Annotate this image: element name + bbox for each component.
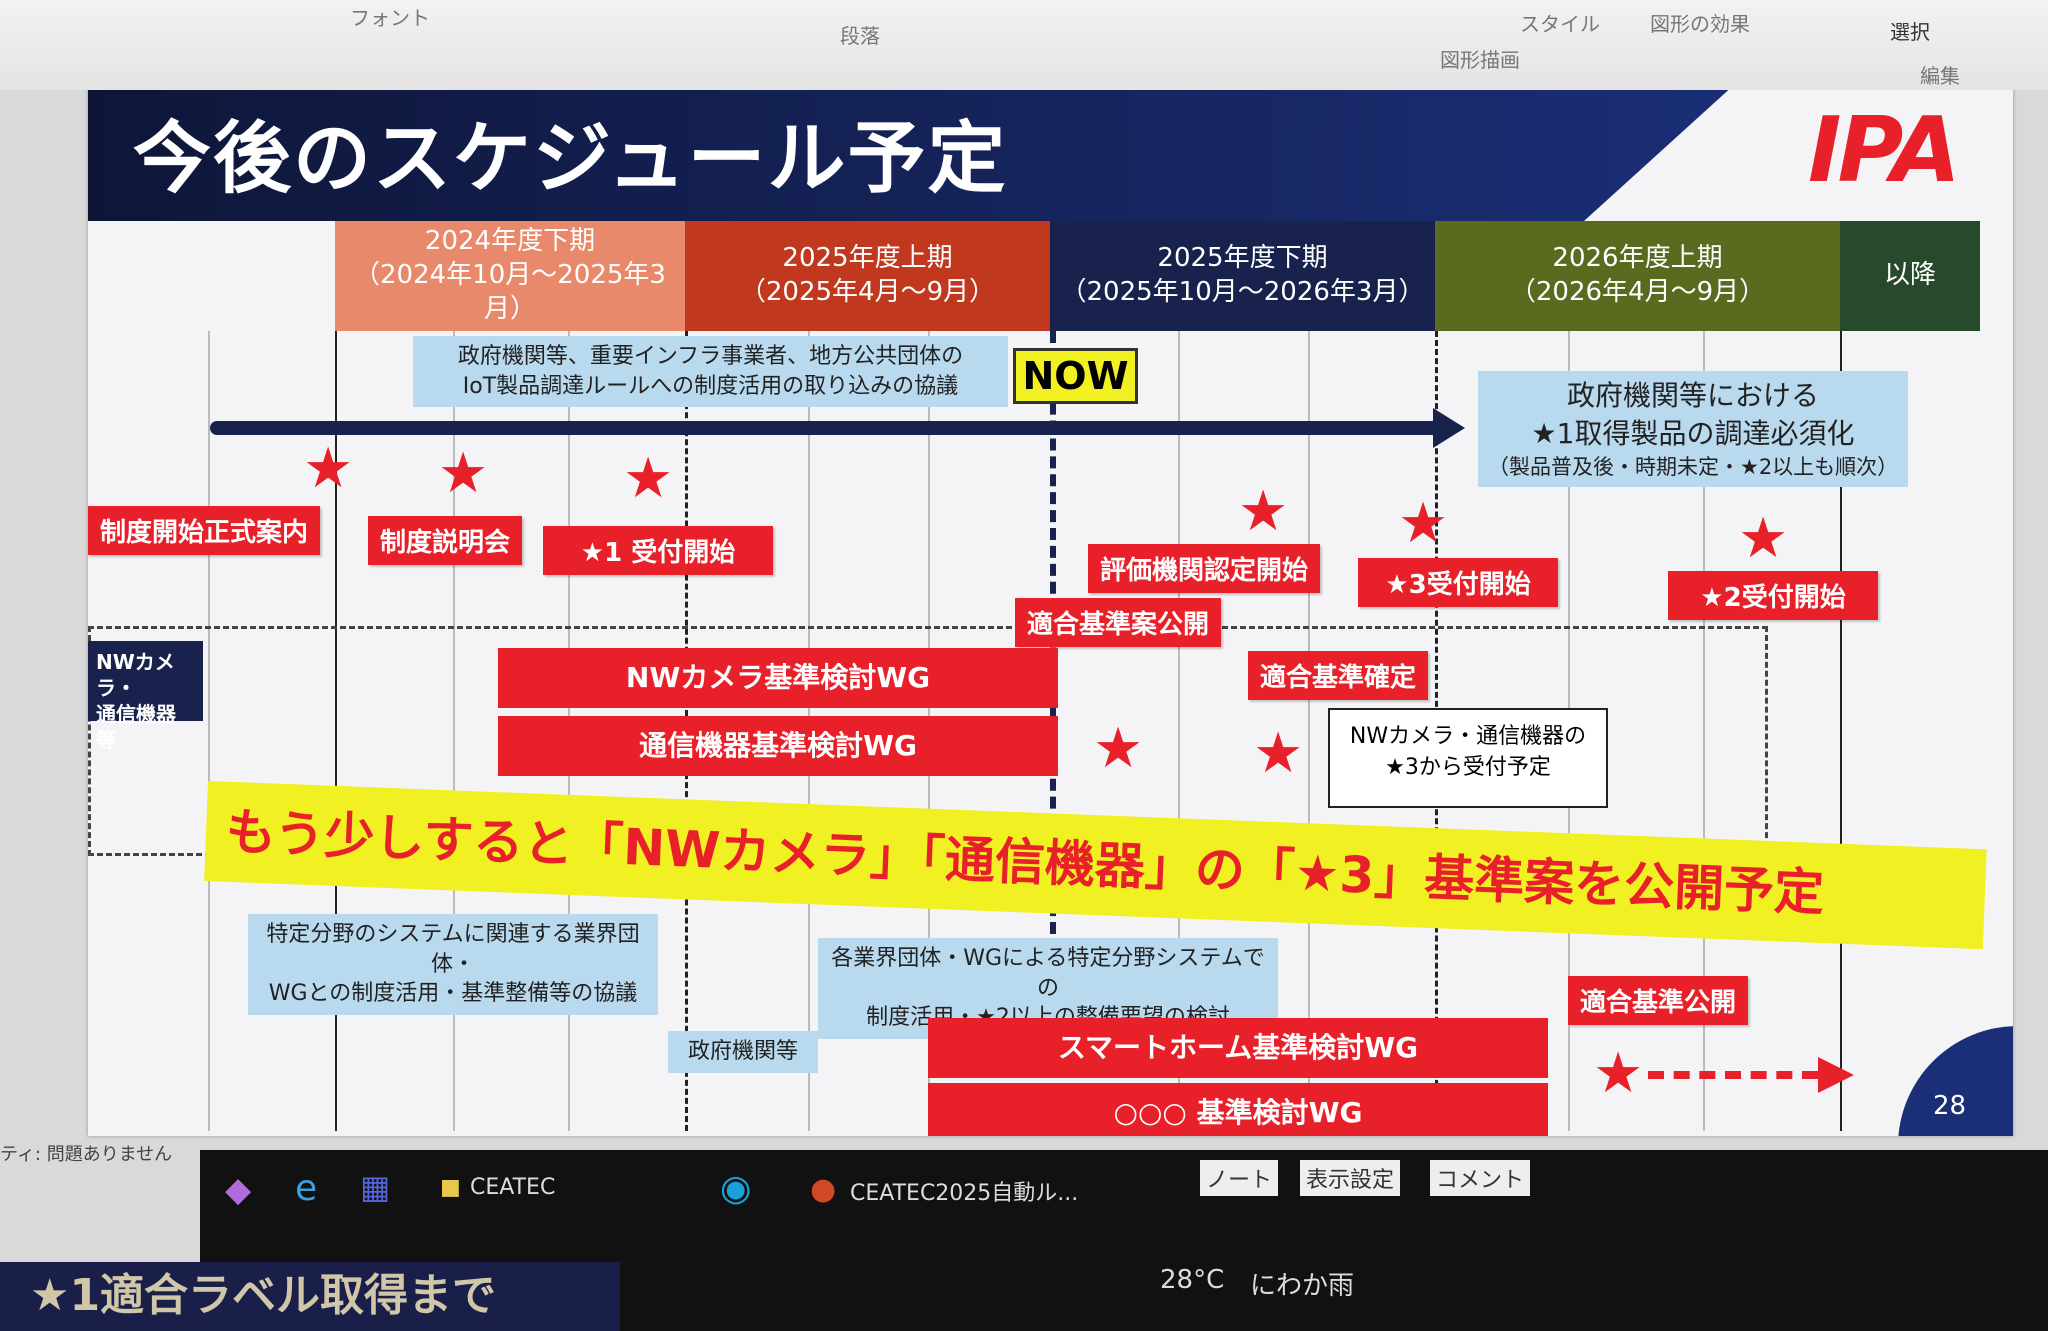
taskbar-powerpoint[interactable]: CEATEC2025自動ル... — [850, 1181, 1079, 1206]
consultation-box: 政府機関等、重要インフラ事業者、地方公共団体の IoT製品調達ルールへの制度活用… — [413, 336, 1008, 408]
wg-bar-smart-home: スマートホーム基準検討WG — [928, 1018, 1548, 1078]
weather-temp[interactable]: 28°C — [1160, 1265, 1225, 1295]
period-2024h2: 2024年度下期（2024年10月～2025年3月） — [335, 221, 685, 331]
weather-text[interactable]: にわか雨 — [1250, 1271, 1355, 1301]
ribbon-select[interactable]: 選択 — [1890, 20, 1930, 44]
grid-line — [1840, 331, 1842, 1131]
future-arrow — [1648, 1071, 1818, 1079]
page-number: 28 — [1933, 1091, 1967, 1121]
wg-bar-other: ○○○ 基準検討WG — [928, 1083, 1548, 1136]
edge-icon[interactable]: ◉ — [720, 1168, 752, 1209]
taskbar-folder[interactable]: CEATEC — [470, 1175, 556, 1200]
ie-icon[interactable]: e — [295, 1168, 318, 1209]
wg-bar-comm-devices: 通信機器基準検討WG — [498, 716, 1058, 776]
now-badge: NOW — [1013, 348, 1138, 404]
period-2026h1: 2026年度上期（2026年4月～9月） — [1435, 221, 1840, 331]
star-icon: ★ — [438, 441, 489, 506]
ribbon: フォント 段落 スタイル 図形の効果 図形描画 選択 編集 — [0, 0, 2048, 90]
arrow-head-icon — [1433, 408, 1465, 448]
copilot-icon[interactable]: ◆ — [225, 1170, 252, 1210]
period-range: （2026年4月～9月） — [1509, 277, 1766, 307]
grid-line — [208, 331, 210, 1131]
period-2025h1: 2025年度上期（2025年4月～9月） — [685, 221, 1050, 331]
star-icon: ★ — [1398, 491, 1449, 556]
ribbon-shape-effects[interactable]: 図形の効果 — [1650, 12, 1750, 36]
star-icon: ★ — [1738, 506, 1789, 571]
milestone-label: 評価機関認定開始 — [1088, 544, 1321, 593]
procurement-box: 政府機関等における ★1取得製品の調達必須化 （製品普及後・時期未定・★2以上も… — [1478, 371, 1908, 487]
industry-consultation-box: 特定分野のシステムに関連する業界団体・ WGとの制度活用・基準整備等の協議 — [248, 914, 658, 1016]
milestone-label: 適合基準確定 — [1248, 651, 1429, 700]
status-accessibility[interactable]: ティ: 問題ありません — [0, 1144, 173, 1165]
procurement-line1: 政府機関等における — [1566, 379, 1819, 412]
star-icon: ★ — [623, 446, 674, 511]
grid-line — [1178, 331, 1180, 1131]
period-range: （2025年4月～9月） — [739, 277, 996, 307]
period-2025h2: 2025年度下期（2025年10月～2026年3月） — [1050, 221, 1435, 331]
slide: 今後のスケジュール予定 IPA 2024年度下期（2024年10月～2025年3… — [88, 36, 2013, 1136]
grid-line — [335, 331, 337, 1131]
device-group-label: NWカメラ・ 通信機器等 — [88, 641, 203, 752]
milestone-label: ★1 受付開始 — [543, 526, 773, 575]
ipa-logo: IPA — [1808, 98, 1961, 203]
ribbon-styles[interactable]: スタイル — [1520, 12, 1600, 36]
period-label: 2025年度下期 — [1157, 243, 1328, 274]
grid-line — [453, 331, 455, 1131]
app-icon[interactable]: ▦ — [360, 1168, 391, 1206]
star-icon: ★ — [1593, 1041, 1644, 1106]
milestone-label: ★3受付開始 — [1358, 558, 1558, 607]
milestone-label: 適合基準案公開 — [1015, 598, 1222, 647]
timeline-arrow — [210, 421, 1440, 435]
procurement-line2: ★1取得製品の調達必須化 — [1531, 416, 1855, 450]
star-icon: ★ — [303, 436, 354, 501]
milestone-label: 制度開始正式案内 — [88, 506, 321, 555]
milestone-label: 制度説明会 — [368, 516, 523, 565]
period-later: 以降 — [1840, 221, 1980, 331]
arrow-head-icon — [1818, 1057, 1854, 1093]
period-range: （2025年10月～2026年3月） — [1060, 277, 1425, 307]
overlay-caption: ★1適合ラベル取得まで — [0, 1262, 620, 1331]
government-box: 政府機関等 — [668, 1031, 818, 1073]
period-range: （2024年10月～2025年3月） — [354, 260, 666, 324]
display-settings-button[interactable]: 表示設定 — [1300, 1160, 1401, 1196]
ribbon-group-edit: 編集 — [1920, 64, 1960, 88]
period-label: 以降 — [1883, 260, 1936, 291]
period-label: 2026年度上期 — [1552, 243, 1723, 274]
star-icon: ★ — [1093, 716, 1144, 781]
star-icon: ★ — [1238, 479, 1289, 544]
ribbon-group-paragraph: 段落 — [840, 24, 880, 48]
grid-line — [1308, 331, 1310, 1131]
grid-line — [1703, 331, 1705, 1131]
star-icon: ★ — [1253, 721, 1304, 786]
milestone-label: ★2受付開始 — [1668, 571, 1878, 620]
milestone-label: 適合基準公開 — [1568, 976, 1749, 1025]
ribbon-group-drawing: 図形描画 — [1440, 48, 1520, 72]
wg-bar-nw-camera: NWカメラ基準検討WG — [498, 648, 1058, 708]
period-label: 2024年度下期 — [424, 226, 596, 257]
notes-button[interactable]: ノート — [1200, 1160, 1279, 1196]
period-label: 2025年度上期 — [782, 243, 953, 274]
folder-icon: ■ — [440, 1175, 461, 1200]
ribbon-group-font: フォント — [350, 6, 430, 30]
powerpoint-icon: ● — [810, 1172, 837, 1207]
comments-button[interactable]: コメント — [1430, 1160, 1531, 1196]
procurement-line3: （製品普及後・時期未定・★2以上も順次） — [1488, 454, 1899, 479]
callout-box: NWカメラ・通信機器の ★3から受付予定 — [1328, 708, 1608, 808]
slide-title: 今後のスケジュール予定 — [133, 114, 1008, 204]
